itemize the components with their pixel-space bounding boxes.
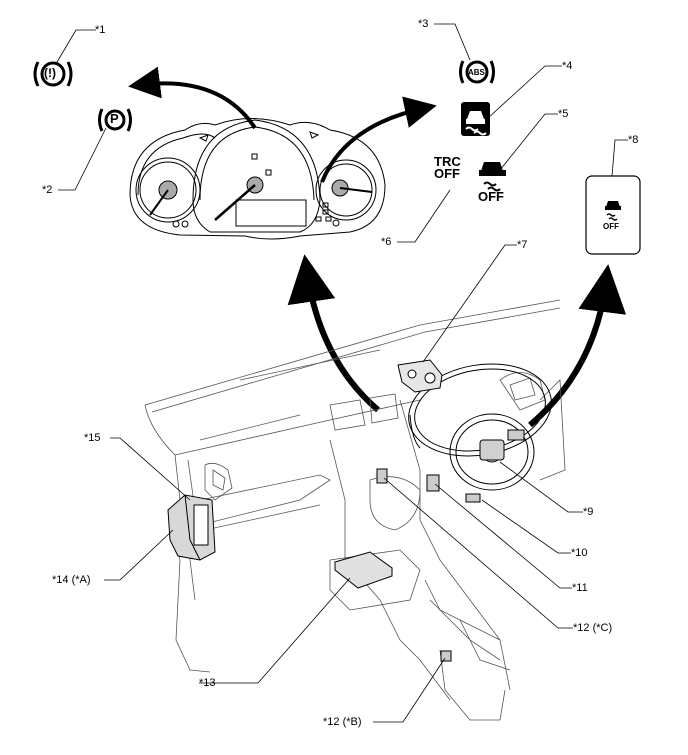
callout-12b: *12 (*B)	[323, 716, 362, 728]
combination-meter	[129, 118, 386, 240]
arrow-to-brake-indicators	[128, 66, 257, 130]
trc-off-line2: OFF	[434, 166, 460, 181]
arrow-to-abs-indicators	[320, 96, 437, 183]
trc-off-line1: TRC	[434, 154, 461, 169]
spiral-cable	[479, 439, 505, 461]
skid-control-buzzer	[426, 474, 440, 492]
airbag-sensor-assembly	[333, 551, 394, 589]
callout-15: *15	[84, 432, 101, 444]
callout-8: *8	[628, 134, 639, 146]
callout-11: *11	[572, 582, 588, 594]
callout-10: *10	[571, 547, 588, 559]
callout-5: *5	[558, 108, 569, 120]
parking-brake-label: P	[110, 111, 119, 126]
parking-brake-icon	[98, 108, 132, 132]
yaw-rate-sensor-b	[440, 650, 452, 662]
brake-warning-icon	[33, 61, 73, 87]
steering-angle-sensor	[397, 359, 443, 393]
callout-7: *7	[517, 239, 528, 251]
vsc-off-icon	[479, 162, 506, 192]
callout-3: *3	[418, 18, 429, 30]
yaw-rate-sensor-c	[376, 468, 388, 484]
leader-lines	[56, 23, 628, 723]
callout-14: *14 (*A)	[52, 574, 91, 586]
vsc-off-switch-label: OFF	[603, 222, 619, 231]
vsc-off-label: OFF	[478, 189, 504, 204]
vehicle-interior	[144, 299, 566, 721]
callout-9: *9	[583, 506, 594, 518]
stop-light-switch	[465, 493, 481, 503]
callout-1: *1	[95, 24, 106, 36]
slip-indicator-icon	[461, 102, 490, 136]
callout-6: *6	[381, 236, 392, 248]
arrow-to-switch	[528, 264, 627, 428]
skid-control-ecu	[167, 494, 216, 561]
callout-13: *13	[199, 677, 216, 689]
arrow-to-meter	[287, 254, 380, 413]
callout-2: *2	[42, 184, 53, 196]
callout-4: *4	[562, 60, 573, 72]
callout-12c: *12 (*C)	[573, 622, 613, 634]
abs-label: ABS	[468, 68, 485, 77]
abs-icon	[459, 60, 495, 84]
brake-warning-label: (!)	[44, 66, 56, 80]
vsc-off-switch-icon	[585, 175, 641, 255]
